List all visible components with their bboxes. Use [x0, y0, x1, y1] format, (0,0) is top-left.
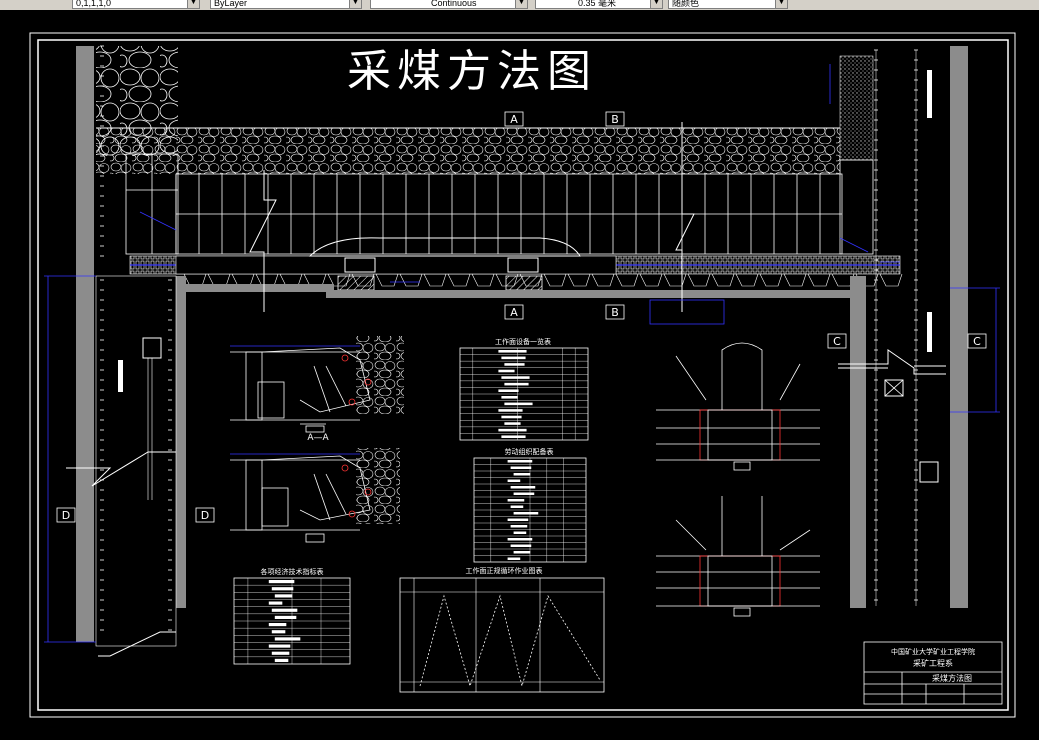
chevron-down-icon: ▼ — [775, 0, 787, 8]
chevron-down-icon: ▼ — [349, 0, 361, 8]
section-label-c-left: C — [833, 335, 841, 348]
box-right — [919, 461, 939, 483]
goaf-big-rock-left — [96, 46, 178, 156]
outer-frame — [29, 32, 1016, 718]
table-cycle-title: 工作面正规循环作业图表 — [466, 566, 543, 575]
plotstyle-value: 随颜色 — [672, 0, 700, 8]
inner-frame — [37, 39, 1009, 711]
marker-bar-right-top — [927, 70, 932, 118]
linestyle-dropdown[interactable]: Continuous ▼ — [370, 0, 528, 9]
hydraulic-supports — [125, 153, 874, 255]
rail-track-right — [874, 49, 918, 606]
layer-value: 0,1,1,1,0 — [76, 0, 112, 8]
table-labor-title: 劳动组织配备表 — [505, 447, 554, 456]
chevron-down-icon: ▼ — [187, 0, 199, 8]
section-label-a-bottom: A — [510, 306, 518, 319]
section-view-cc-lower — [656, 496, 820, 617]
face-conveyor — [129, 237, 903, 291]
drawing-title: 采煤方法图 — [347, 46, 597, 97]
table-equipment: 工作面设备一览表 — [459, 337, 589, 441]
linetype-dropdown[interactable]: ByLayer ▼ — [210, 0, 362, 9]
properties-toolbar: 0,1,1,1,0 ▼ ByLayer ▼ Continuous ▼ 0.35 … — [0, 0, 1039, 11]
layer-dropdown[interactable]: 0,1,1,1,0 ▼ — [72, 0, 200, 9]
table-labor: 劳动组织配备表 — [473, 447, 587, 563]
title-block — [863, 641, 1003, 705]
chevron-down-icon: ▼ — [650, 0, 662, 8]
section-markers: A B A B C C D D — [56, 111, 987, 523]
table-equipment-title: 工作面设备一览表 — [495, 337, 551, 346]
left-roadway — [95, 275, 177, 647]
chevron-down-icon: ▼ — [515, 0, 527, 8]
section-aa-caption: A—A — [307, 433, 329, 443]
break-lines — [66, 122, 946, 657]
table-cycle: 工作面正规循环作业图表 — [399, 566, 605, 693]
section-label-c-right: C — [973, 335, 981, 348]
drawing-canvas[interactable]: 采煤方法图 — [0, 10, 1039, 736]
dimension-lines — [44, 64, 1000, 643]
cad-drawing: 采煤方法图 — [29, 32, 1016, 718]
marker-bar-right-mid — [927, 312, 932, 352]
lineweight-value: 0.35 毫米 — [578, 0, 617, 8]
section-label-b-bottom: B — [611, 306, 619, 319]
section-label-d-right: D — [201, 509, 209, 522]
roadway-walls — [76, 46, 968, 642]
transfer-point — [142, 337, 162, 359]
marker-bar-left — [118, 360, 123, 392]
section-label-d-left: D — [62, 509, 70, 522]
section-view-cc-upper — [656, 342, 820, 471]
goaf-rock — [96, 128, 840, 174]
linetype-value: ByLayer — [214, 0, 248, 8]
title-block-drawing-name: 采煤方法图 — [932, 673, 972, 683]
table-tech-title: 各项经济技术指标表 — [261, 567, 324, 576]
section-label-a-top: A — [510, 113, 518, 126]
lineweight-dropdown[interactable]: 0.35 毫米 ▼ — [535, 0, 663, 9]
section-label-b-top: B — [611, 113, 619, 126]
section-view-aa-upper — [230, 336, 404, 433]
coal-seam-fill — [839, 55, 874, 161]
rail-track-left — [100, 45, 172, 631]
title-block-school: 中国矿业大学矿业工程学院 — [891, 647, 975, 656]
plotstyle-dropdown[interactable]: 随颜色 ▼ — [668, 0, 788, 9]
linestyle-value: Continuous — [431, 0, 477, 8]
title-block-department: 采矿工程系 — [913, 658, 953, 668]
table-tech-indicators: 各项经济技术指标表 — [233, 567, 351, 665]
section-view-aa-lower — [230, 448, 400, 543]
